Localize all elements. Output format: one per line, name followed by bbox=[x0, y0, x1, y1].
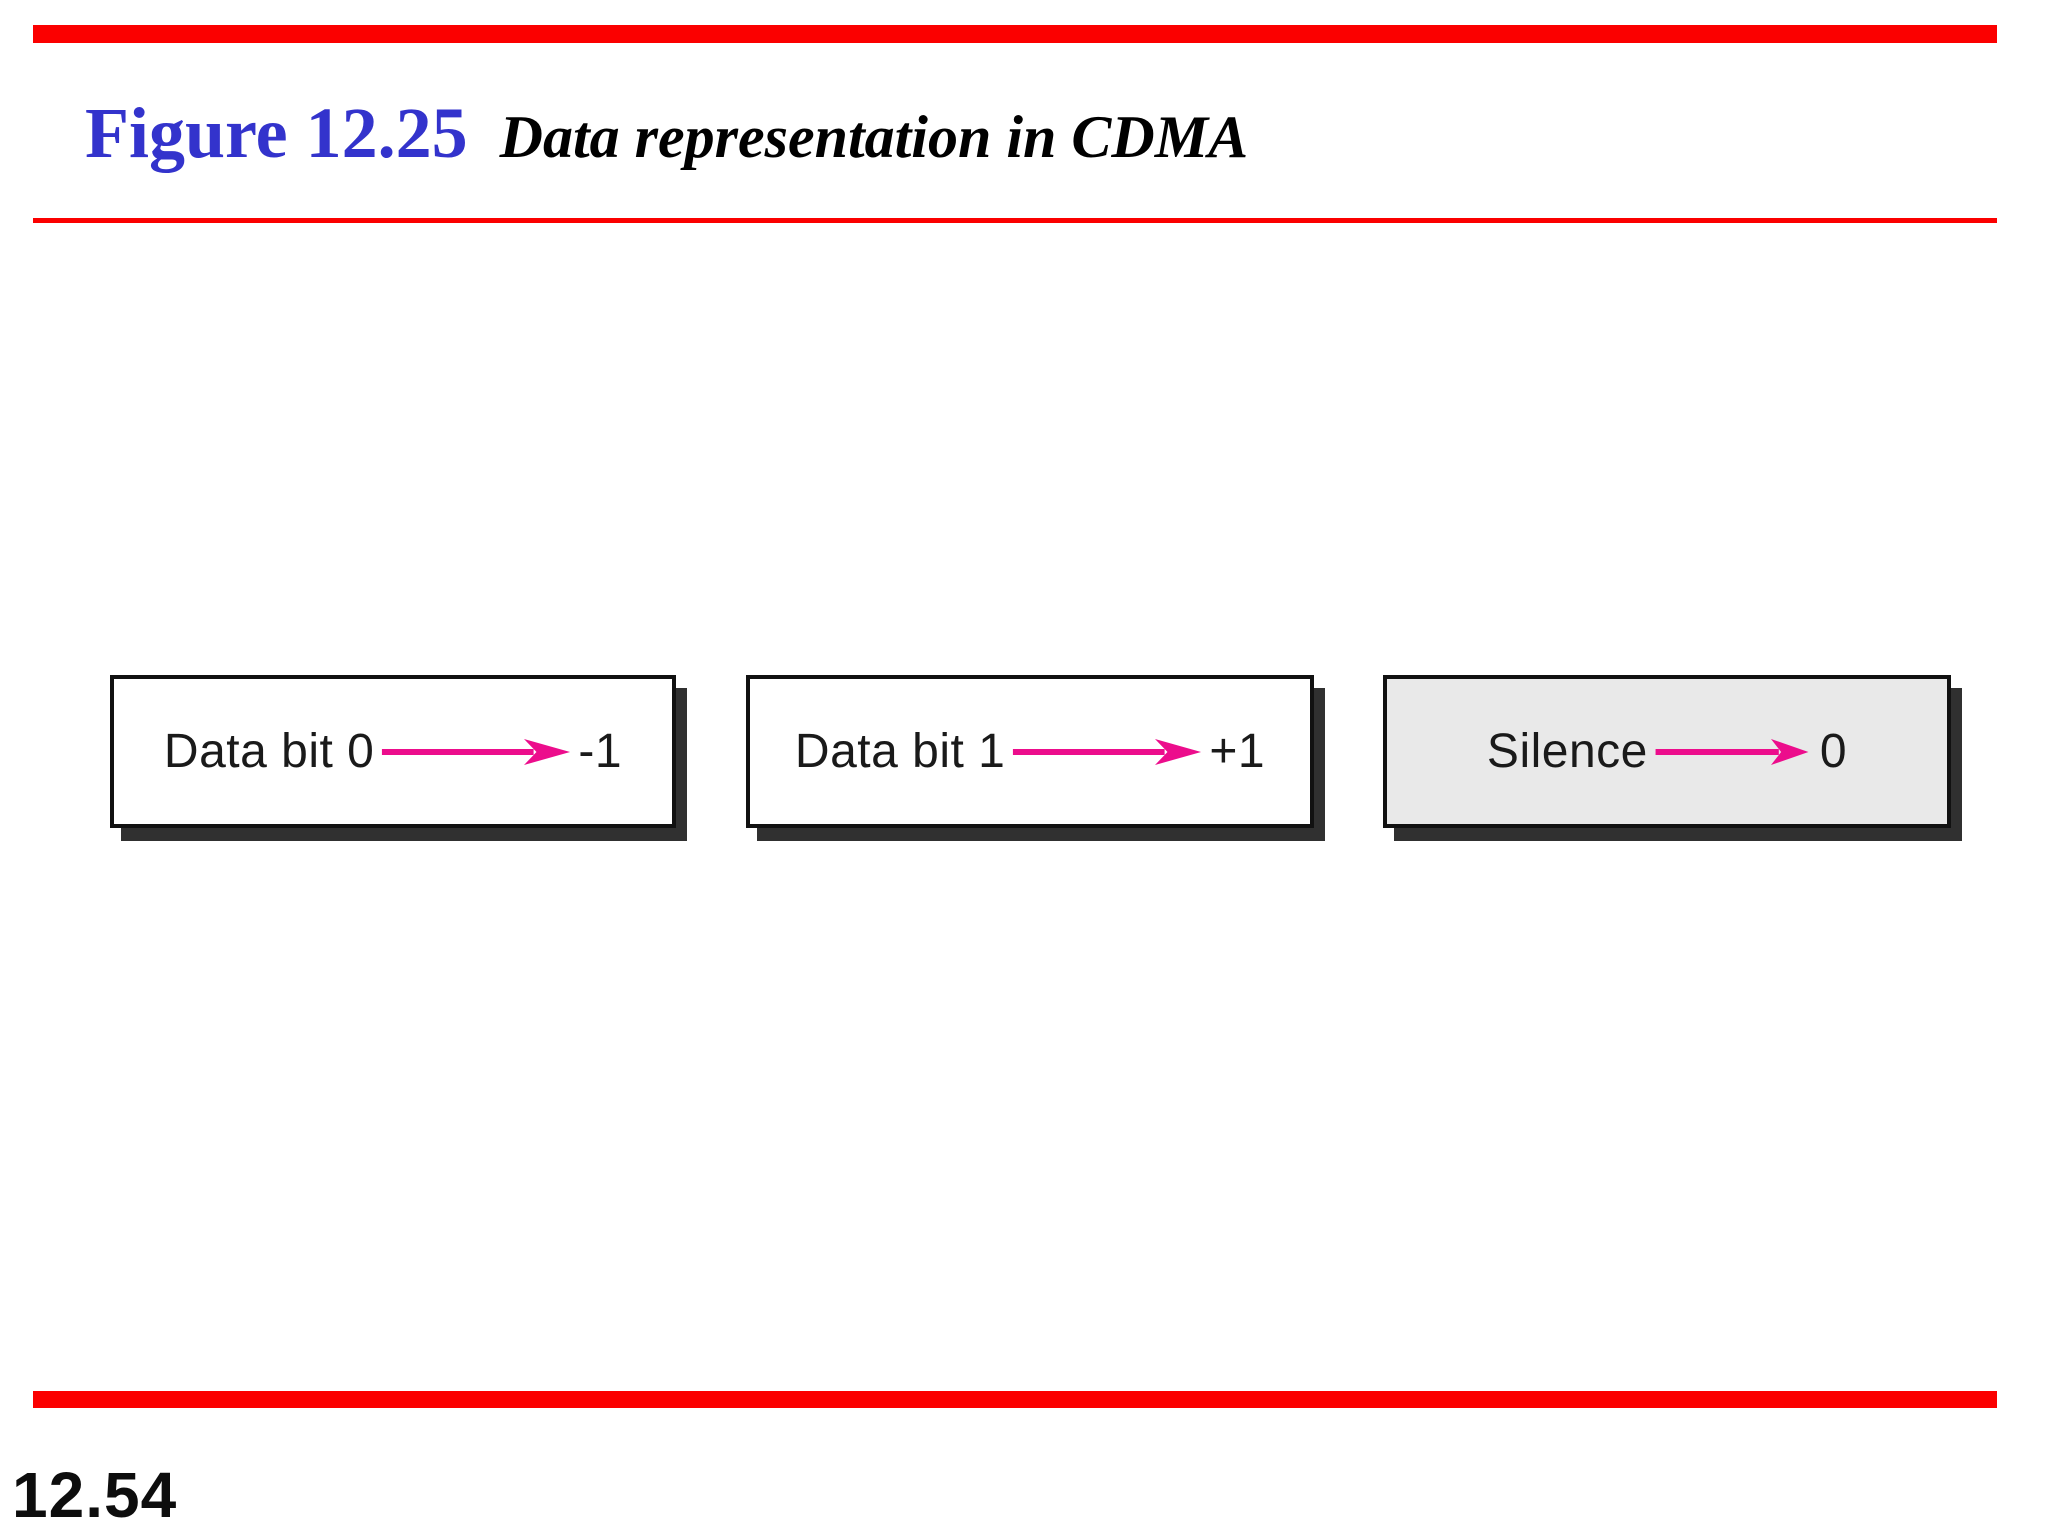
title-underline-rule bbox=[33, 218, 1997, 223]
mapping-value: 0 bbox=[1819, 725, 1848, 778]
mapping-label: Data bit 0 bbox=[163, 725, 375, 778]
figure-caption: Data representation in CDMA bbox=[499, 104, 1249, 170]
title-row: Figure 12.25 Data representation in CDMA bbox=[85, 93, 1249, 173]
mapping-value: +1 bbox=[1209, 725, 1266, 778]
right-arrow-icon bbox=[1013, 738, 1202, 765]
page-number: 12.54 bbox=[12, 1459, 178, 1531]
mapping-label: Silence bbox=[1486, 725, 1648, 778]
right-arrow-icon bbox=[382, 738, 571, 765]
mapping-box-data-bit-1: Data bit 1 +1 bbox=[746, 675, 1314, 828]
mapping-box-silence: Silence 0 bbox=[1383, 675, 1951, 828]
top-red-rule bbox=[33, 25, 1997, 43]
mapping-label: Data bit 1 bbox=[794, 725, 1006, 778]
figure-number-label: Figure 12.25 bbox=[85, 93, 468, 173]
bottom-red-rule bbox=[33, 1391, 1997, 1408]
right-arrow-icon bbox=[1655, 738, 1809, 765]
mapping-box-data-bit-0: Data bit 0 -1 bbox=[110, 675, 676, 828]
mapping-value: -1 bbox=[578, 725, 623, 778]
